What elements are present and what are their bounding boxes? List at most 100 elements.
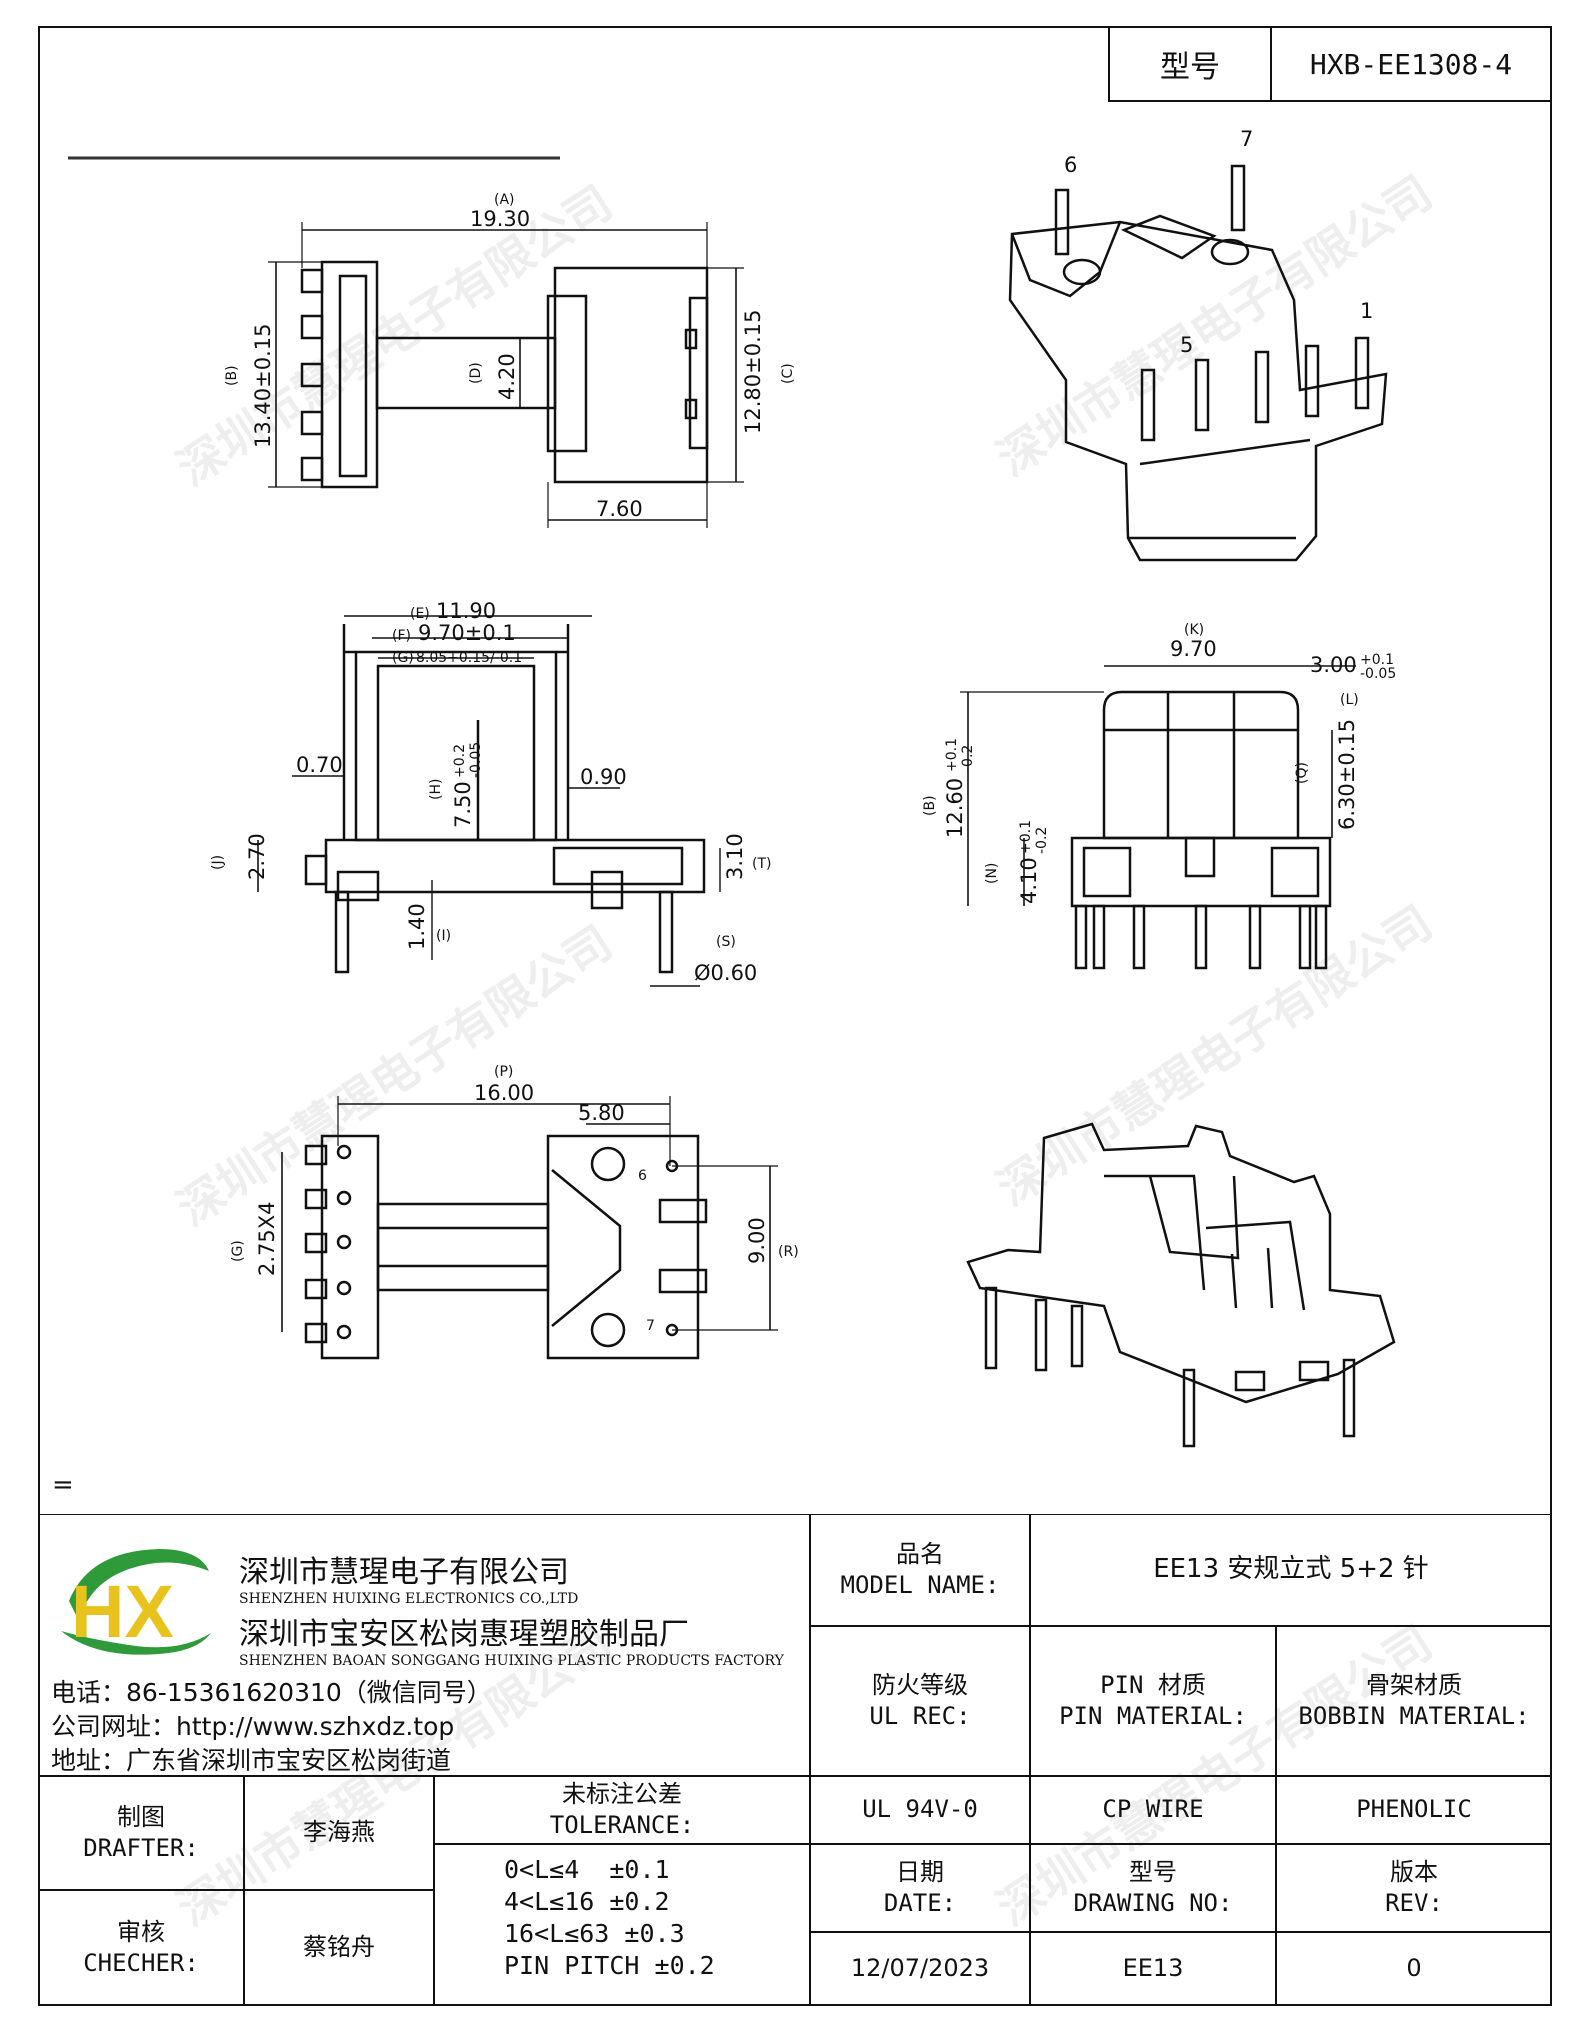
dim-value: 11.90 bbox=[436, 599, 496, 623]
date-label: 日期 DATE: bbox=[810, 1844, 1030, 1932]
tolerance-label: 未标注公差 TOLERANCE: bbox=[434, 1776, 810, 1844]
dim-tag: (H) bbox=[428, 779, 444, 800]
tolerance-table bbox=[434, 1844, 810, 2006]
label-en: TOLERANCE: bbox=[549, 1811, 695, 1839]
dim-value: 8.05+0.15/-0.1 bbox=[416, 650, 522, 666]
dim-tol: -0.2 bbox=[1034, 827, 1050, 854]
drawing-no-label: 型号 DRAWING NO: bbox=[1030, 1844, 1276, 1932]
dim-tol: +0.1 bbox=[1018, 820, 1034, 854]
technical-drawing: 6 7 5 1 (A) 19.30 13.40±0.15 (B) 4.20 (D… bbox=[68, 127, 1396, 1448]
dim-value: 0.90 bbox=[580, 765, 627, 789]
dim-value: 6.30±0.15 bbox=[1335, 719, 1359, 830]
label-cn: 品名 bbox=[896, 1539, 944, 1568]
dim-value: 12.80±0.15 bbox=[741, 310, 765, 434]
bobbin-material-value: PHENOLIC bbox=[1276, 1776, 1552, 1844]
company-address: 地址：广东省深圳市宝安区松岗街道 bbox=[51, 1746, 452, 1775]
dim-value: 2.70 bbox=[245, 833, 269, 880]
date-value: 12/07/2023 bbox=[810, 1932, 1030, 2006]
dim-tol: +0.2 bbox=[452, 744, 468, 778]
ul-label: 防火等级 UL REC: bbox=[810, 1626, 1030, 1776]
tolerance-line: PIN PITCH ±0.2 bbox=[504, 1951, 715, 1980]
label-en: DRAFTER: bbox=[83, 1834, 199, 1862]
model-header: 型号 HXB-EE1308-4 bbox=[1108, 26, 1552, 102]
dim-value: 0.70 bbox=[296, 753, 343, 777]
drafter-label: 制图 DRAFTER: bbox=[38, 1776, 244, 1890]
company-logo-icon: HX bbox=[61, 1549, 211, 1655]
dim-value: 4.10 bbox=[1017, 857, 1041, 904]
dim-tag: (D) bbox=[468, 362, 484, 384]
iso-view-top bbox=[1008, 164, 1388, 562]
dim-value: Ø0.60 bbox=[694, 961, 757, 985]
pin-label: 1 bbox=[1360, 299, 1373, 323]
view-side bbox=[268, 222, 744, 528]
dim-tag: (G) bbox=[230, 1240, 246, 1262]
dim-tol: -0.05 bbox=[468, 742, 484, 778]
dim-value: 16.00 bbox=[474, 1081, 534, 1105]
dim-value: 7.60 bbox=[596, 497, 643, 521]
tolerance-line: 0<L≤4 ±0.1 bbox=[504, 1855, 670, 1884]
label-cn: 日期 bbox=[896, 1857, 944, 1886]
company-name-en: SHENZHEN HUIXING ELECTRONICS CO.,LTD bbox=[239, 1591, 579, 1607]
dim-value: 1.40 bbox=[405, 903, 429, 950]
rev-value: 0 bbox=[1276, 1932, 1552, 2006]
label-en: MODEL NAME: bbox=[840, 1571, 1000, 1599]
dim-value: 7.50 bbox=[451, 781, 475, 828]
tolerance-line: 16<L≤63 ±0.3 bbox=[504, 1919, 685, 1948]
dim-tol: -0.2 bbox=[960, 745, 976, 772]
pin-label: 6 bbox=[638, 1168, 647, 1184]
checker-name: 蔡铭舟 bbox=[244, 1890, 434, 2006]
dim-tag: (K) bbox=[1184, 622, 1204, 638]
dim-tag: (P) bbox=[494, 1064, 513, 1080]
dim-tag: (B) bbox=[922, 795, 938, 816]
ul-value: UL 94V-0 bbox=[810, 1776, 1030, 1844]
dim-tag: (G) bbox=[392, 650, 414, 666]
iso-view-bottom bbox=[966, 1122, 1396, 1448]
company-name-cn: 深圳市慧瑆电子有限公司 bbox=[239, 1555, 569, 1590]
view-bottom bbox=[281, 1096, 778, 1360]
pin-label: 7 bbox=[646, 1318, 655, 1334]
dim-value: 3.00 bbox=[1310, 653, 1357, 677]
model-label: 型号 bbox=[1110, 28, 1272, 100]
title-block: HX 深圳市慧瑆电子有限公司 SHENZHEN HUIXING ELECTRON… bbox=[38, 1514, 1552, 2006]
label-cn: 制图 bbox=[117, 1802, 165, 1831]
pin-material-value: CP WIRE bbox=[1030, 1776, 1276, 1844]
label-cn: 防火等级 bbox=[872, 1670, 968, 1699]
dim-tag: (J) bbox=[210, 855, 226, 870]
company-info: HX 深圳市慧瑆电子有限公司 SHENZHEN HUIXING ELECTRON… bbox=[38, 1514, 810, 1776]
view-front bbox=[257, 615, 721, 987]
label-en: DRAWING NO: bbox=[1073, 1889, 1233, 1917]
dim-tag: (Q) bbox=[1294, 762, 1310, 784]
dim-tag: (C) bbox=[780, 363, 796, 384]
dim-value: 2.75X4 bbox=[255, 1201, 279, 1276]
eq-mark: = bbox=[52, 1470, 74, 1500]
label-en: REV: bbox=[1385, 1889, 1443, 1917]
dim-tag: (E) bbox=[410, 606, 430, 622]
drafter-name: 李海燕 bbox=[244, 1776, 434, 1890]
model-value: HXB-EE1308-4 bbox=[1309, 47, 1513, 81]
dim-tag: (I) bbox=[436, 928, 451, 944]
pin-label: 6 bbox=[1064, 153, 1077, 177]
dim-value: 9.00 bbox=[745, 1217, 769, 1264]
factory-name-cn: 深圳市宝安区松岗惠瑆塑胶制品厂 bbox=[239, 1617, 689, 1652]
company-website: 公司网址：http://www.szhxdz.top bbox=[51, 1712, 455, 1741]
label-en: BOBBIN MATERIAL: bbox=[1298, 1702, 1530, 1730]
label-en: CHECHER: bbox=[83, 1949, 199, 1977]
dim-value: 12.60 bbox=[943, 778, 967, 838]
dim-tol: +0.1 bbox=[1360, 652, 1394, 668]
dim-value: 9.70±0.1 bbox=[418, 621, 516, 645]
pin-label: 5 bbox=[1180, 333, 1193, 357]
rev-label: 版本 REV: bbox=[1276, 1844, 1552, 1932]
dim-value: 9.70 bbox=[1170, 637, 1217, 661]
factory-name-en: SHENZHEN BAOAN SONGGANG HUIXING PLASTIC … bbox=[239, 1653, 784, 1669]
label-cn: 审核 bbox=[117, 1917, 165, 1946]
dim-tag: (N) bbox=[984, 863, 1000, 884]
label-en: PIN MATERIAL: bbox=[1059, 1702, 1247, 1730]
drawing-no-value: EE13 bbox=[1030, 1932, 1276, 2006]
label-cn: 骨架材质 bbox=[1366, 1670, 1462, 1699]
dim-value: 4.20 bbox=[495, 353, 519, 400]
dim-tag: (B) bbox=[224, 365, 240, 386]
label-en: UL REC: bbox=[869, 1702, 971, 1730]
label-cn: 未标注公差 bbox=[562, 1779, 682, 1808]
label-en: DATE: bbox=[883, 1889, 957, 1917]
dim-tag: (T) bbox=[752, 856, 771, 872]
